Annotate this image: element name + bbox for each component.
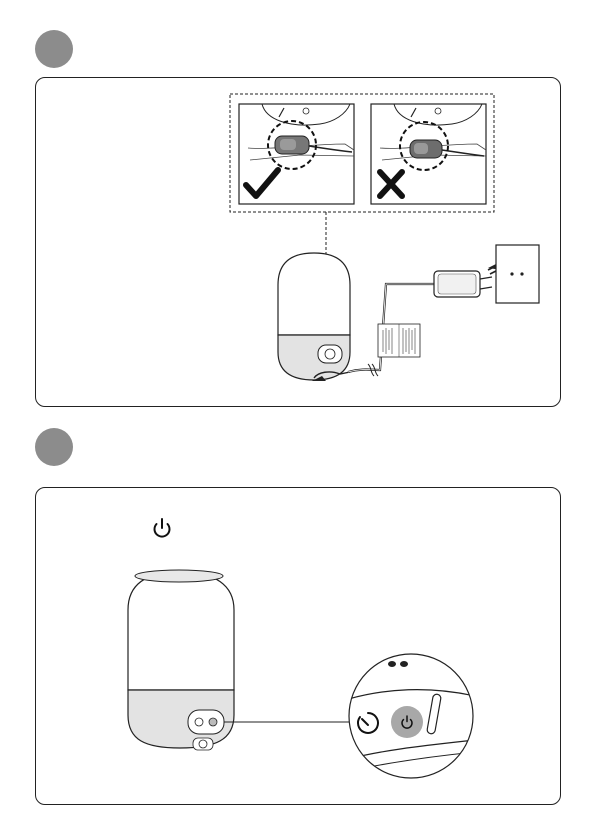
power-icon [155, 519, 170, 537]
power-button-highlight[interactable] [391, 706, 423, 738]
control-panel-zoom [345, 654, 475, 778]
humidifier-step-2 [128, 570, 234, 750]
